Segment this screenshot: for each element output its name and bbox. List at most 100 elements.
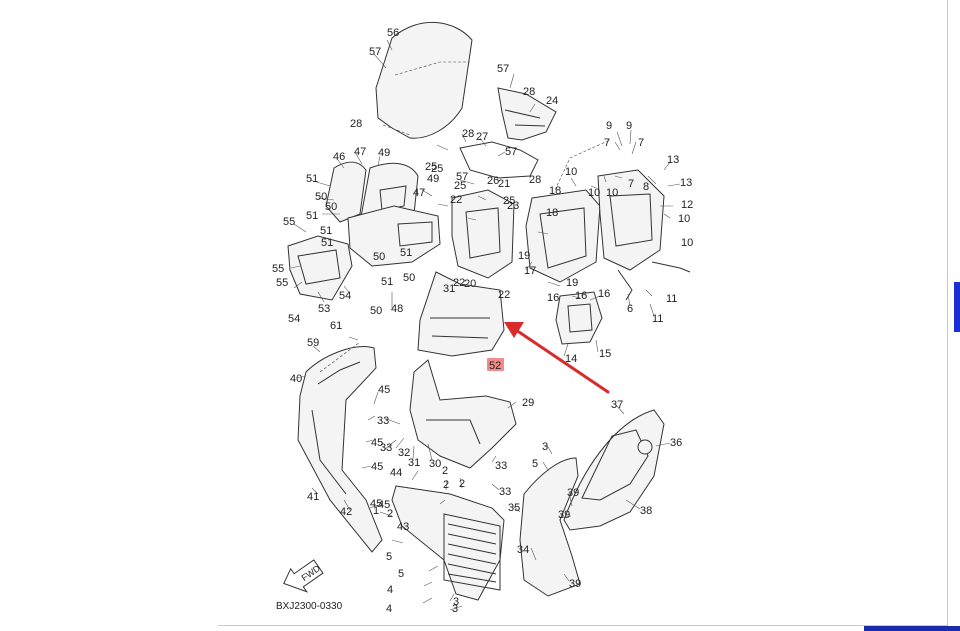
callout-label-13: 13 xyxy=(667,154,679,166)
callout-label-2: 2 xyxy=(459,478,465,490)
callout-label-38: 38 xyxy=(640,505,652,517)
callout-label-50: 50 xyxy=(315,191,327,203)
fwd-arrow-icon: FWD xyxy=(283,559,324,593)
callout-label-34: 34 xyxy=(517,544,529,556)
callout-label-22: 22 xyxy=(498,289,510,301)
callout-label-18: 18 xyxy=(549,185,561,197)
callout-label-20: 20 xyxy=(464,278,476,290)
callout-label-45: 45 xyxy=(378,499,390,511)
callout-label-11: 11 xyxy=(652,313,663,325)
left-gutter xyxy=(0,0,218,631)
highlighted-part-number: 52 xyxy=(489,360,501,372)
screen-stay-part xyxy=(497,87,557,141)
callout-label-5: 5 xyxy=(532,458,538,470)
callout-label-1: 1 xyxy=(373,505,379,517)
callout-label-33: 33 xyxy=(495,460,507,472)
callout-label-51: 51 xyxy=(400,247,412,259)
callout-label-35: 35 xyxy=(508,502,520,514)
radiator-grille xyxy=(443,513,501,591)
indicator-arrow xyxy=(504,322,610,394)
callout-label-47: 47 xyxy=(354,146,366,158)
callout-label-21: 21 xyxy=(498,178,510,190)
callout-label-16: 16 xyxy=(547,292,559,304)
callout-label-28: 28 xyxy=(462,128,474,140)
callout-label-5: 5 xyxy=(398,568,404,580)
side-cowl-right-part xyxy=(519,457,581,597)
callout-label-4: 4 xyxy=(387,584,393,596)
callout-label-40: 40 xyxy=(290,373,302,385)
callout-label-45: 45 xyxy=(378,384,390,396)
callout-label-11: 11 xyxy=(666,293,677,305)
callout-label-50: 50 xyxy=(370,305,382,317)
callout-label-53: 53 xyxy=(318,303,330,315)
windscreen-part xyxy=(375,22,473,139)
callout-label-19: 19 xyxy=(566,277,578,289)
callout-label-54: 54 xyxy=(288,313,300,325)
lower-cover-part xyxy=(391,485,505,601)
callout-label-42: 42 xyxy=(340,506,352,518)
callout-label-45: 45 xyxy=(370,498,382,510)
callout-label-57: 57 xyxy=(456,171,468,183)
callout-label-57: 57 xyxy=(505,146,517,158)
callout-label-48: 48 xyxy=(391,303,403,315)
callout-label-43: 43 xyxy=(397,521,409,533)
callout-label-47: 47 xyxy=(413,187,425,199)
scrollbar-thumb[interactable] xyxy=(954,282,960,332)
cowl-stay-part xyxy=(409,359,517,469)
callout-label-28: 28 xyxy=(350,118,362,130)
callout-label-31: 31 xyxy=(443,283,455,295)
callout-label-10: 10 xyxy=(681,237,693,249)
callout-label-23: 23 xyxy=(507,200,519,212)
callout-label-51: 51 xyxy=(306,210,318,222)
callout-label-13: 13 xyxy=(680,177,692,189)
highlighted-part-box xyxy=(487,358,504,371)
callout-label-44: 44 xyxy=(390,467,402,479)
callout-label-50: 50 xyxy=(403,272,415,284)
callout-label-54: 54 xyxy=(339,290,351,302)
callout-label-3: 3 xyxy=(453,596,459,608)
callout-label-22: 22 xyxy=(453,277,465,289)
callout-label-55: 55 xyxy=(276,277,288,289)
callout-label-25: 25 xyxy=(503,195,515,207)
callout-label-10: 10 xyxy=(565,166,577,178)
callout-label-2: 2 xyxy=(442,465,448,477)
callout-label-45: 45 xyxy=(371,437,383,449)
callout-label-41: 41 xyxy=(307,491,319,503)
callout-label-46: 46 xyxy=(333,151,345,163)
callout-label-9: 9 xyxy=(626,120,632,132)
callout-label-28: 28 xyxy=(523,86,535,98)
callout-label-16: 16 xyxy=(598,288,610,300)
front-cover-52-part xyxy=(417,271,505,357)
callout-label-24: 24 xyxy=(546,95,558,107)
drawing-code: BXJ2300-0330 xyxy=(276,601,343,612)
meter-visor-part xyxy=(325,161,367,223)
callout-label-4: 4 xyxy=(386,603,392,615)
callout-label-5: 5 xyxy=(386,551,392,563)
headlight-assembly-part xyxy=(525,189,601,283)
callout-label-2: 2 xyxy=(443,479,449,491)
side-cowl-left-part xyxy=(297,346,383,553)
bottom-bar xyxy=(864,626,960,631)
callout-label-30: 30 xyxy=(429,458,441,470)
outer-panel-60-part xyxy=(563,409,665,531)
callout-label-10: 10 xyxy=(606,187,618,199)
callout-label-17: 17 xyxy=(524,265,536,277)
callout-label-9: 9 xyxy=(606,120,612,132)
callout-label-6: 6 xyxy=(627,303,633,315)
callout-label-27: 27 xyxy=(476,131,488,143)
callout-label-32: 32 xyxy=(398,447,410,459)
callout-label-3: 3 xyxy=(542,441,548,453)
callout-label-7: 7 xyxy=(638,137,644,149)
callout-label-33: 33 xyxy=(499,486,511,498)
callout-label-51: 51 xyxy=(321,237,333,249)
callout-label-50: 50 xyxy=(325,201,337,213)
callout-label-16: 16 xyxy=(575,290,587,302)
callout-label-12: 12 xyxy=(681,199,693,211)
callout-label-33: 33 xyxy=(380,442,392,454)
callout-label-51: 51 xyxy=(381,276,393,288)
callout-label-3: 3 xyxy=(452,603,458,615)
callout-label-18: 18 xyxy=(546,207,558,219)
callout-label-50: 50 xyxy=(373,251,385,263)
callout-label-7: 7 xyxy=(604,137,610,149)
